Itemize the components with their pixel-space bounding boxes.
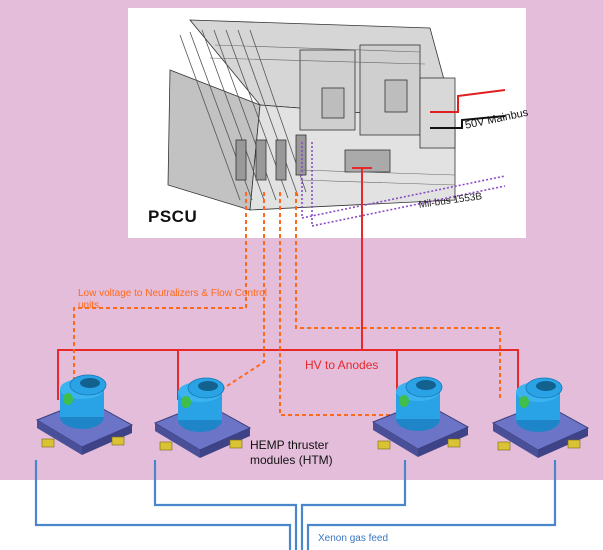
low-voltage-lines bbox=[73, 192, 501, 416]
xenon-feed-label: Xenon gas feed bbox=[318, 533, 389, 544]
low-voltage-label: Low voltage to Neutralizers & Flow Contr… bbox=[78, 288, 267, 311]
thruster-module-3 bbox=[371, 376, 470, 457]
mainbus-positive-wire bbox=[430, 89, 506, 113]
milbus-line-2 bbox=[311, 142, 506, 227]
thruster-module-2 bbox=[153, 377, 252, 458]
milbus-line-1 bbox=[301, 142, 506, 219]
htm-label: HEMP thruster modules (HTM) bbox=[250, 438, 333, 467]
thruster-module-4 bbox=[491, 377, 590, 458]
hv-label: HV to Anodes bbox=[305, 358, 379, 372]
hv-distribution-line bbox=[57, 349, 519, 400]
xenon-feed-lines bbox=[34, 460, 557, 550]
thruster-module-1 bbox=[35, 374, 134, 455]
mainbus-return-wire bbox=[430, 115, 506, 129]
pscu-label: PSCU bbox=[148, 207, 198, 226]
